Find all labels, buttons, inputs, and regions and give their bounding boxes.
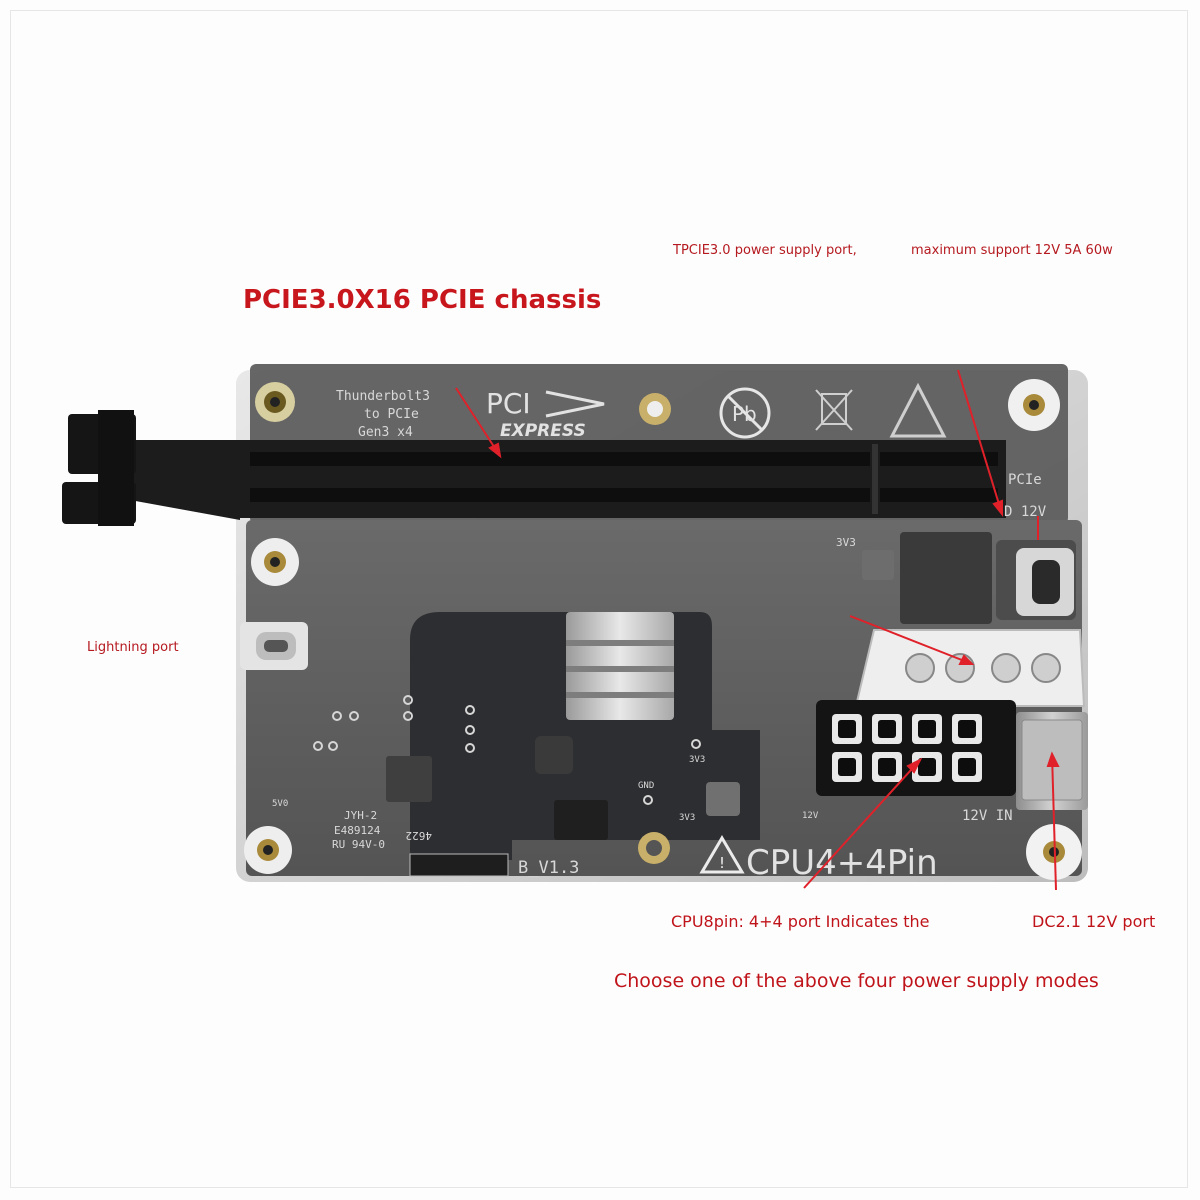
svg-text:CPU4+4Pin: CPU4+4Pin (746, 843, 938, 883)
annotation-tpcie-port: TPCIE3.0 power supply port, (673, 243, 857, 258)
standoff-top-left (255, 382, 295, 422)
annotation-choose-mode: Choose one of the above four power suppl… (614, 970, 1099, 992)
annotation-cpu8pin: CPU8pin: 4+4 port Indicates the (671, 912, 930, 931)
lead-free-icon: Pb (719, 387, 771, 439)
silk-3v3-c: 3V3 (679, 813, 695, 823)
svg-text:Pb: Pb (732, 402, 757, 426)
solder-pads (313, 695, 701, 805)
annotation-lightning-port: Lightning port (87, 640, 179, 655)
standoff-top-right (1008, 379, 1060, 431)
annotation-arrows (455, 369, 1060, 891)
inductor (535, 736, 573, 774)
standoff-mid-left (251, 538, 299, 586)
svg-text:PCI: PCI (486, 387, 531, 420)
weee-icon (815, 389, 853, 431)
image-frame (10, 10, 1188, 1188)
heatsink (566, 612, 674, 720)
regulator-chip-top (862, 550, 894, 580)
header-strip (409, 853, 509, 877)
silk-ru94v0: RU 94V-0 (332, 838, 385, 851)
silk-jyh: JYH-2 (344, 809, 377, 822)
silk-gen3: Gen3 x4 (358, 425, 413, 440)
molex-power-connector (854, 629, 1086, 707)
dark-module (900, 532, 992, 624)
silk-12v-small: 12V (802, 811, 819, 821)
cpu-pin-label: ! CPU4+4Pin (699, 835, 938, 883)
svg-text:EXPRESS: EXPRESS (500, 421, 586, 441)
silk-3v3-a: 3V3 (836, 536, 856, 549)
silk-pcie-side: PCIe (1008, 472, 1042, 488)
ic-chip-lower (554, 800, 608, 840)
silk-3v3-b: 3V3 (689, 755, 705, 765)
silk-5v0: 5V0 (272, 799, 288, 809)
annotation-dc-port: DC2.1 12V port (1032, 912, 1156, 931)
standoff-bottom-left (244, 826, 292, 874)
usb-c-port-right (996, 540, 1076, 620)
annotation-title: PCIE3.0X16 PCIE chassis (243, 285, 602, 315)
lightning-port-connector (240, 622, 308, 670)
svg-text:!: ! (719, 854, 725, 872)
mounting-hole-bottom (638, 832, 670, 864)
silk-version: B_V1.3 (518, 858, 579, 878)
pci-express-logo: PCI EXPRESS (486, 387, 605, 441)
silk-thunderbolt: Thunderbolt3 (336, 389, 430, 404)
slot-latch (62, 410, 240, 526)
esd-warning-icon (889, 382, 947, 438)
silk-e489124: E489124 (334, 824, 381, 837)
silk-gnd: GND (638, 781, 654, 791)
pcie-x16-slot (236, 440, 1006, 518)
ic-chip-left (386, 756, 432, 802)
annotation-max-support: maximum support 12V 5A 60w (911, 243, 1113, 258)
silk-to-pcie: to PCIe (364, 407, 419, 422)
silk-code: 4622 (406, 829, 433, 842)
mounting-hole-top (639, 393, 671, 425)
silk-d-12v: D 12V (1004, 504, 1047, 520)
cpu-8pin-connector (816, 700, 1016, 796)
silk-12v-in: 12V IN (962, 808, 1013, 824)
regulator-chip-bottom (706, 782, 740, 816)
